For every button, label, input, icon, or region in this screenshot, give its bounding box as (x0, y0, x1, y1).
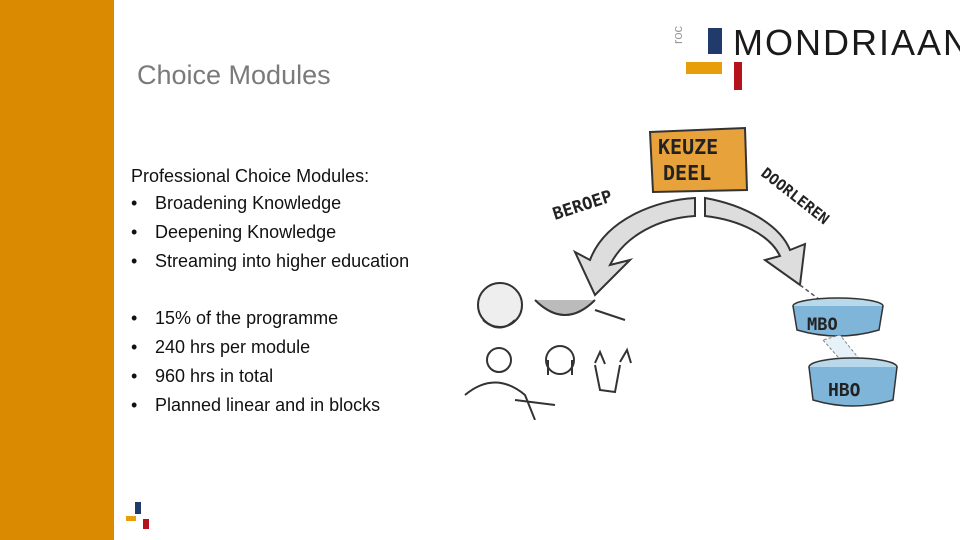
keuze-deel-box: KEUZE DEEL (648, 126, 749, 194)
doorleren-label: DOORLEREN (758, 164, 833, 228)
arrow-right (704, 196, 807, 287)
bullet-item: Broadening Knowledge (131, 191, 431, 215)
slide-title: Choice Modules (137, 60, 331, 90)
mbo-label: MBO (807, 315, 838, 335)
mondriaan-logo-mark (686, 28, 742, 90)
arrow-left (572, 196, 696, 297)
bullet-item: Deepening Knowledge (131, 220, 431, 244)
bullet-list-a: Broadening Knowledge Deepening Knowledge… (131, 191, 431, 273)
people-sketch (464, 282, 632, 420)
sidebar-accent (0, 0, 114, 540)
choice-illustration: KEUZE DEEL BEROEP DOORLEREN MBO HBO (464, 126, 898, 420)
beroep-label: BEROEP (550, 187, 615, 225)
bullet-list-b: 15% of the programme 240 hrs per module … (131, 306, 431, 417)
deel-label: DEEL (663, 161, 711, 185)
bullet-item: Planned linear and in blocks (131, 393, 431, 417)
bullet-item: 240 hrs per module (131, 335, 431, 359)
keuze-label: KEUZE (658, 135, 718, 159)
logo-name: MONDRIAAN (733, 22, 960, 63)
bullet-item: Streaming into higher education (131, 249, 431, 273)
mondriaan-small-mark (126, 502, 149, 529)
intro-text: Professional Choice Modules: (131, 166, 370, 186)
bullet-item: 960 hrs in total (131, 364, 431, 388)
hbo-container: HBO (808, 357, 898, 407)
mbo-container: MBO (792, 297, 884, 337)
hbo-label: HBO (828, 380, 861, 401)
bullet-item: 15% of the programme (131, 306, 431, 330)
slide-body: Professional Choice Modules: Broadening … (131, 162, 431, 422)
